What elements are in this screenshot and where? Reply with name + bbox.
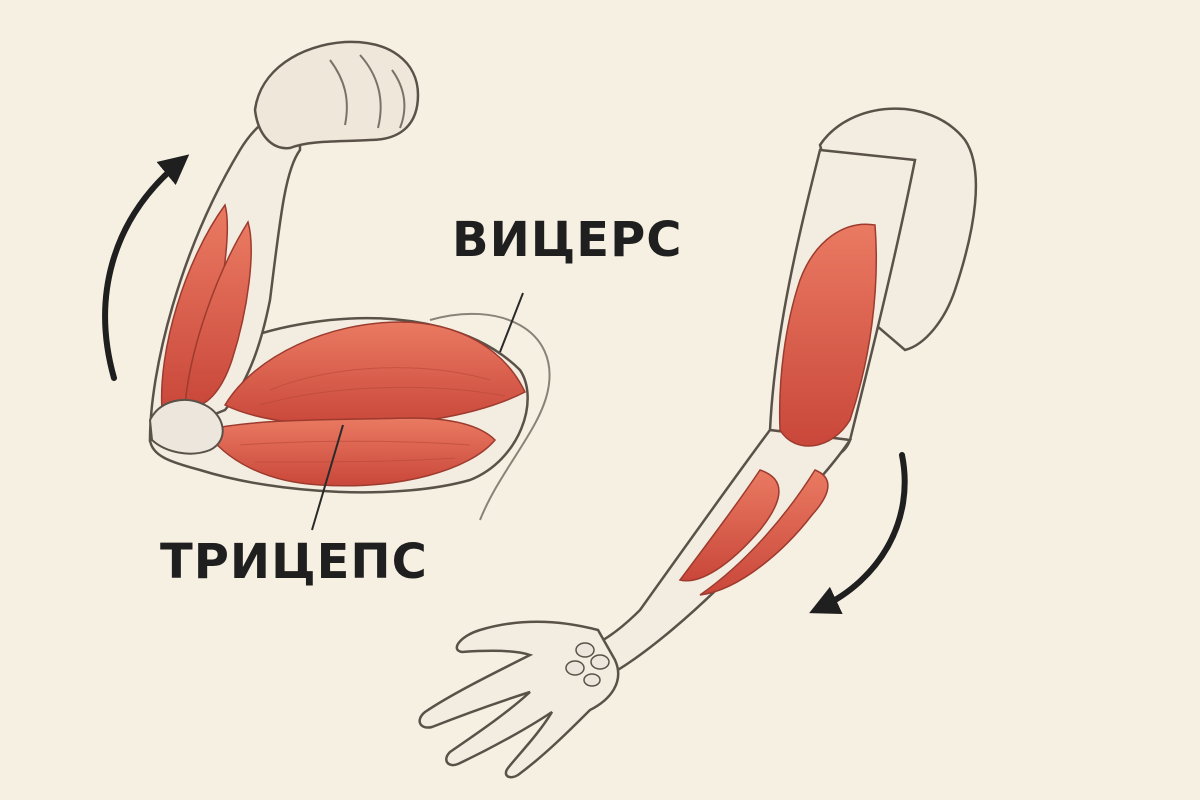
triceps-fibers [239,440,471,463]
right-upper-arm-muscle [778,223,877,447]
triceps-muscle [203,417,497,487]
lower-label-leader-line [311,424,344,531]
elbow-bones [148,399,224,455]
flexed-arm [148,40,551,521]
wrist-bones [565,642,610,687]
right-forearm-muscle-1 [678,469,780,582]
fist-knuckles [329,54,406,129]
extend-direction-arrow [809,452,908,614]
shoulder-outline [429,312,551,521]
flex-direction-arrow [102,154,190,381]
extended-arm [418,107,978,779]
fist [253,40,420,150]
upper-label-leader-line [499,292,524,353]
right-hand [418,620,620,779]
biceps-fibers [259,367,506,406]
lower-muscle-label: ТРИЦЕПС [160,534,428,590]
right-forearm-muscle-2 [699,469,829,596]
upper-muscle-label: ВИЦЕРС [452,212,683,268]
forearm-muscle-inner [184,220,252,408]
